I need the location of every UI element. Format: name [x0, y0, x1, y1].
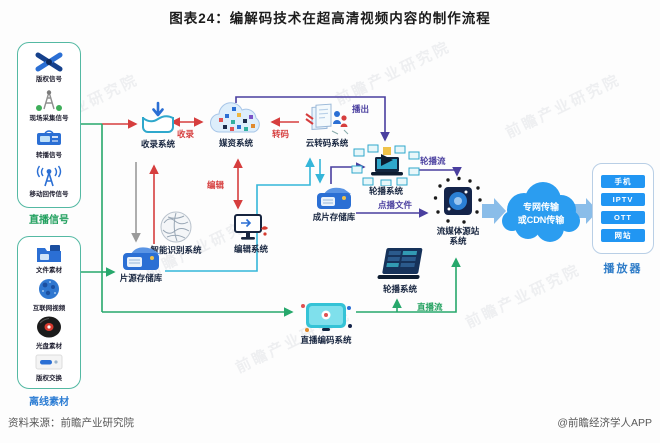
- edge-label-broadcast: 播出: [352, 104, 370, 114]
- node-finished-storage: 成片存储库: [305, 184, 363, 223]
- list-item: 光盘素材: [36, 315, 62, 350]
- item-label: 现场采集信号: [29, 115, 69, 122]
- app-credit: @前瞻经济学人APP: [557, 417, 652, 429]
- ai-brain-sphere-icon: [160, 211, 192, 243]
- offline-material-group: 文件素材 互联网视频 光盘素材: [17, 236, 81, 389]
- node-label: 云转码系统: [305, 138, 349, 148]
- list-item: 转播信号: [34, 128, 64, 159]
- live-signal-group: 版权信号 现场采集信号 转播信号: [17, 42, 81, 208]
- edge-label-live-stream: 直播流: [417, 302, 443, 312]
- copyright-exchange-icon: [35, 354, 63, 370]
- list-item: 现场采集信号: [30, 89, 69, 122]
- player-panel: 手机 IPTV OTT 网站: [592, 163, 654, 254]
- channel-button-mobile[interactable]: 手机: [601, 175, 645, 188]
- channel-button-iptv[interactable]: IPTV: [601, 193, 645, 206]
- mobile-antenna-icon: [36, 165, 62, 187]
- node-stream-origin-system: 流媒体源站系统: [430, 176, 486, 247]
- item-label: 转播信号: [36, 152, 62, 159]
- node-label: 成片存储库: [312, 212, 356, 222]
- internet-globe-icon: [39, 279, 59, 299]
- node-media-asset-system: 媒资系统: [205, 100, 267, 149]
- list-item: 版权信号: [34, 52, 64, 83]
- node-ingest-system: 收录系统: [130, 101, 186, 150]
- item-label: 互联网视频: [32, 305, 66, 312]
- list-item: 移动回传信号: [30, 165, 69, 198]
- player-caption: 播放器: [603, 263, 643, 275]
- node-label: 流媒体源站系统: [436, 226, 480, 246]
- node-editing-system: 编辑系统: [224, 212, 278, 255]
- transmission-cloud: 专网传输 或CDN传输: [498, 176, 584, 255]
- transmission-label-line2: 或CDN传输: [517, 215, 565, 225]
- storage-machine-icon: [317, 187, 351, 209]
- list-item: 互联网视频: [32, 277, 66, 312]
- playlist-screen-icon: [377, 248, 423, 279]
- node-label: 片源存储库: [119, 273, 163, 283]
- node-source-storage: 片源存储库: [112, 243, 170, 284]
- network-cloud-icon: [502, 182, 580, 242]
- node-label: 轮播系统: [382, 284, 417, 294]
- folder-icon: [37, 245, 61, 262]
- transmission-label-line1: 专网传输: [522, 202, 559, 212]
- storage-machine-icon: [123, 247, 160, 270]
- node-label: 轮播系统: [368, 186, 403, 196]
- relay-van-icon: [37, 130, 61, 145]
- screens-cluster-icon: [351, 144, 420, 186]
- node-label: 收录系统: [140, 139, 175, 149]
- ingest-tray-icon: [142, 101, 174, 133]
- broadcast-tower-icon: [36, 90, 62, 111]
- node-carousel-system-top: 轮播系统: [348, 144, 424, 197]
- node-live-encoder-system: 直播编码系统: [292, 299, 360, 346]
- node-ai-recognition-system: 智能识别系统: [146, 209, 206, 256]
- item-label: 版权信号: [36, 76, 62, 83]
- node-cloud-transcode-system: 云转码系统: [298, 100, 356, 149]
- item-label: 移动回传信号: [29, 191, 69, 198]
- edge-label-edit: 编辑: [207, 180, 225, 190]
- offline-material-caption: 离线素材: [29, 397, 69, 408]
- item-label: 版权交换: [36, 375, 62, 382]
- live-camera-screen-icon: [301, 303, 352, 332]
- edge-label-vod-file: 点播文件: [378, 200, 413, 210]
- satellite-icon: [35, 52, 63, 72]
- chart-title: 图表24：编解码技术在超高清视频内容的制作流程: [169, 11, 491, 26]
- live-signal-caption: 直播信号: [29, 215, 69, 226]
- list-item: 版权交换: [34, 353, 64, 382]
- edge-label-transcode: 转码: [272, 129, 290, 139]
- list-item: 文件素材: [34, 243, 64, 274]
- channel-button-ott[interactable]: OTT: [601, 211, 645, 224]
- node-label: 智能识别系统: [150, 245, 202, 255]
- channel-button-website[interactable]: 网站: [601, 229, 645, 242]
- node-label: 编辑系统: [233, 244, 268, 254]
- media-cloud-icon: [210, 102, 260, 133]
- item-label: 光盘素材: [36, 343, 62, 350]
- node-carousel-system-bottom: 轮播系统: [368, 246, 432, 295]
- transcode-docs-icon: [305, 103, 349, 135]
- edge-label-ingest: 收录: [177, 129, 195, 139]
- node-label: 直播编码系统: [300, 335, 352, 345]
- source-attribution: 资料来源：前瞻产业研究院: [8, 417, 134, 429]
- stream-origin-icon: [433, 176, 482, 224]
- item-label: 文件素材: [36, 267, 62, 274]
- node-label: 媒资系统: [218, 138, 253, 148]
- optical-disc-icon: [37, 316, 61, 338]
- edit-monitor-icon: [234, 214, 268, 240]
- edge-label-carousel-stream: 轮播流: [420, 156, 446, 166]
